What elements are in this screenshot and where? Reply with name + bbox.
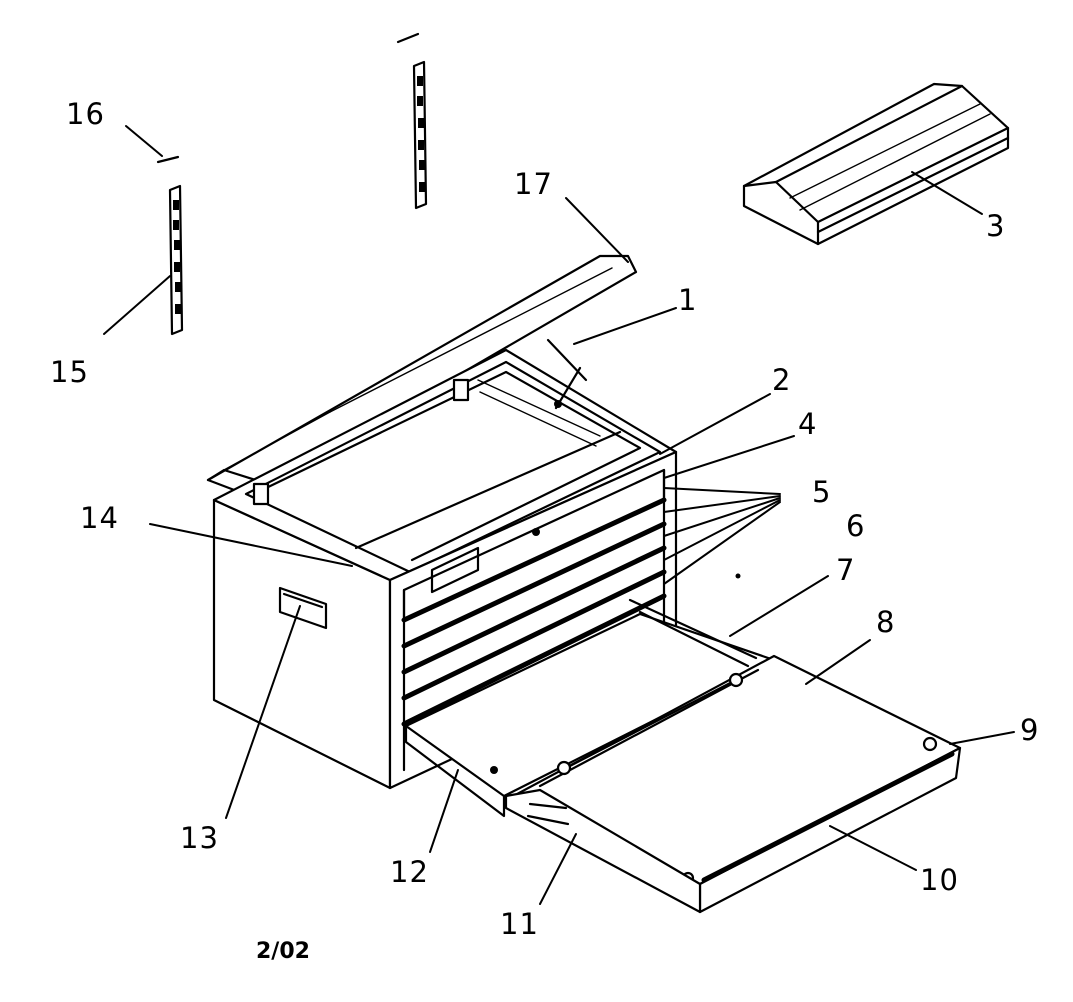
- label-part-10: 10: [920, 863, 959, 897]
- label-part-1: 1: [678, 283, 697, 317]
- label-part-6: 6: [846, 509, 865, 543]
- label-part-14: 14: [80, 501, 119, 535]
- diagram-date: 2/02: [256, 939, 310, 964]
- part-15-slide-strip: [168, 184, 184, 336]
- label-part-13: 13: [180, 821, 219, 855]
- open-drawer: [404, 598, 962, 914]
- label-part-8: 8: [876, 605, 895, 639]
- part-3-tray: [742, 82, 1010, 246]
- chest-body: [212, 338, 678, 790]
- part-16-screw: [156, 155, 180, 164]
- label-part-17: 17: [514, 167, 553, 201]
- label-part-3: 3: [986, 209, 1005, 243]
- label-part-2: 2: [772, 363, 791, 397]
- label-part-11: 11: [500, 907, 539, 941]
- label-part-12: 12: [390, 855, 429, 889]
- label-part-16: 16: [66, 97, 105, 131]
- slide-strip-center: [396, 32, 428, 210]
- leader-lines: [103, 125, 1015, 905]
- label-part-15: 15: [50, 355, 89, 389]
- part-labels: 16 17 3 1 15 2 4 5 14 6 7 8 9 13 12 10 1…: [50, 97, 1039, 964]
- label-part-9: 9: [1020, 713, 1039, 747]
- label-part-7: 7: [836, 553, 855, 587]
- label-part-4: 4: [798, 407, 817, 441]
- label-part-5: 5: [812, 475, 831, 509]
